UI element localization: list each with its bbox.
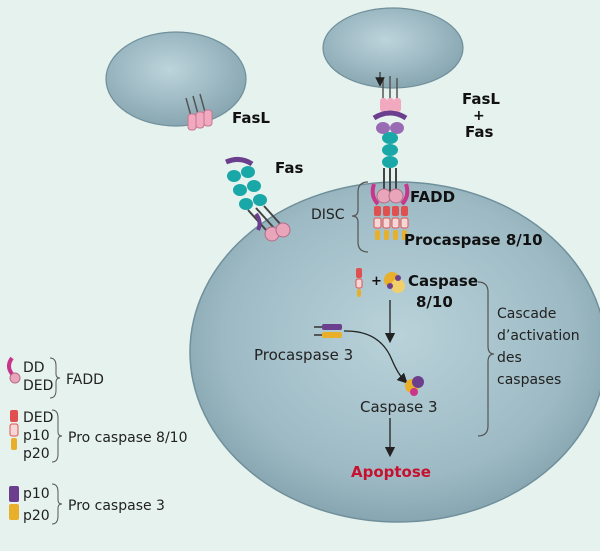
procaspase-3-icon xyxy=(314,324,342,338)
legend-fadd-name: FADD xyxy=(66,372,104,388)
legend-procaspase-3-icon xyxy=(9,486,19,520)
label-cascade-line3: des xyxy=(497,350,522,366)
fasl-fas-complex xyxy=(372,76,408,192)
label-fadd: FADD xyxy=(410,188,455,206)
legend-procaspase-3-bracket xyxy=(51,483,63,525)
label-caspase-3: Caspase 3 xyxy=(360,398,438,416)
label-cascade-line1: Cascade xyxy=(497,306,556,322)
label-plus-fasl-fas: + xyxy=(473,108,485,124)
label-plus-caspase: + xyxy=(371,274,382,289)
legend-fadd-part-ded: DED xyxy=(23,378,53,394)
legend-procaspase-8-10-part-p10: p10 xyxy=(23,428,50,444)
label-apoptose: Apoptose xyxy=(351,463,431,481)
legend-fadd-icon xyxy=(7,356,21,384)
legend-procaspase-8-10-part-p20: p20 xyxy=(23,446,50,462)
caspase-8-10-active-icon xyxy=(384,272,405,293)
label-caspase-8-10-line2: 8/10 xyxy=(416,293,453,311)
fas-left-receptor xyxy=(225,156,291,242)
label-fas-left: Fas xyxy=(275,159,303,177)
label-disc: DISC xyxy=(311,207,345,223)
large-target-cell xyxy=(189,181,600,523)
small-cell-right xyxy=(322,7,464,89)
legend-procaspase-3-name: Pro caspase 3 xyxy=(68,498,165,514)
label-procaspase-3: Procaspase 3 xyxy=(254,346,353,364)
small-cell-left xyxy=(105,31,247,127)
label-procaspase-8-10: Procaspase 8/10 xyxy=(404,231,543,249)
disc-complex xyxy=(370,183,410,240)
fasl-left-ligand xyxy=(185,93,213,131)
legend-procaspase-8-10-bracket xyxy=(51,409,63,463)
arrow-procaspase3-to-caspase3 xyxy=(343,330,408,384)
label-fas-right: Fas xyxy=(465,123,493,141)
cascade-bracket xyxy=(477,281,495,437)
label-fasl-left: FasL xyxy=(232,109,270,127)
label-cascade-line2: d’activation xyxy=(497,328,580,344)
label-caspase-8-10-line1: Caspase xyxy=(408,272,478,290)
legend-fadd-part-dd: DD xyxy=(23,360,45,376)
caspase-3-active-icon xyxy=(405,376,424,396)
disc-bracket xyxy=(351,181,369,253)
legend-fadd-bracket xyxy=(49,357,61,399)
legend-procaspase-8-10-part-ded: DED xyxy=(23,410,53,426)
legend-procaspase-3-part-p20: p20 xyxy=(23,508,50,524)
label-cascade-line4: caspases xyxy=(497,372,561,388)
legend-procaspase-8-10-icon xyxy=(9,410,19,450)
legend-procaspase-3-part-p10: p10 xyxy=(23,486,50,502)
legend-procaspase-8-10-name: Pro caspase 8/10 xyxy=(68,430,188,446)
label-fasl-right: FasL xyxy=(462,90,500,108)
procaspase-8-10-icon xyxy=(355,268,363,297)
